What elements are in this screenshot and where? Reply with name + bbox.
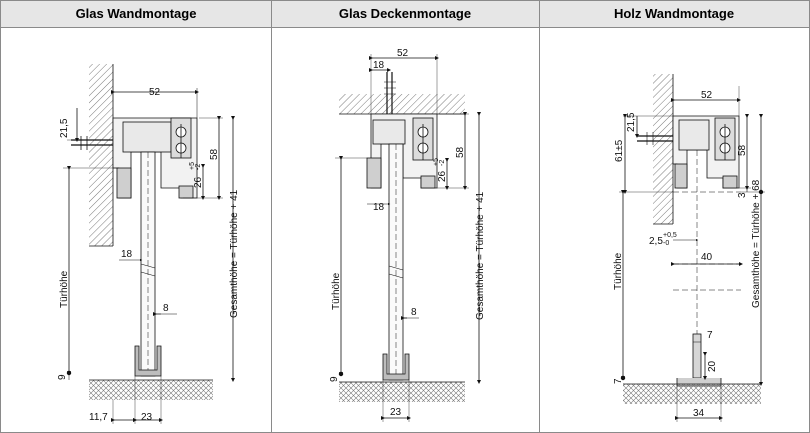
dim-bottom-23: 23 (141, 412, 153, 423)
label-total-height: Gesamthöhe = Türhöhe + 68 (751, 179, 762, 308)
ceiling-section (339, 94, 465, 114)
wall-section (89, 64, 113, 246)
floor-section (339, 382, 465, 402)
dim-floor-9: 9 (329, 376, 340, 382)
tolerance-plus: +0,5 (663, 232, 677, 239)
dim-floor-7: 7 (613, 378, 624, 384)
technical-drawing: 52 21,5 58 26 +5 -2 18 8 9 11,7 23 Türhö… (57, 48, 765, 424)
tolerance-plus: +5 (189, 162, 196, 170)
dim-width: 52 (701, 90, 713, 101)
dim-height-58: 58 (455, 146, 466, 158)
dim-slot-20: 20 (707, 360, 718, 372)
dim-width-40: 40 (701, 252, 713, 263)
wall-section (653, 74, 673, 224)
dim-height-26: 26 (193, 176, 204, 188)
floor-slot-guide (692, 333, 702, 379)
dim-bottom-34: 34 (693, 408, 705, 419)
column-title-wood-wall: Holz Wandmontage (613, 6, 735, 21)
column-divider (271, 1, 272, 432)
tolerance-minus: -2 (439, 160, 446, 166)
dim-top: 21,5 (59, 118, 70, 138)
dim-slot-7: 7 (707, 330, 713, 341)
column-title-glass-wall: Glas Wandmontage (75, 6, 197, 21)
drawing-glass-wall-mount (63, 64, 235, 424)
dim-gap-18: 18 (373, 202, 385, 213)
floor-guide (382, 353, 410, 381)
dim-floor-9: 9 (57, 374, 68, 380)
dim-height-26: 26 (437, 170, 448, 182)
header-row (1, 1, 809, 28)
label-door-height: Türhöhe (331, 272, 342, 310)
tolerance-plus: +5 (433, 158, 440, 166)
dim-left-61: 61±5 (614, 139, 625, 162)
label-total-height: Gesamthöhe = Türhöhe + 41 (229, 189, 240, 318)
dim-bottom-23: 23 (390, 407, 402, 418)
dim-top: 21,5 (626, 112, 637, 132)
dim-width: 52 (149, 87, 161, 98)
dim-glass-8: 8 (411, 307, 417, 318)
column-title-glass-ceiling: Glas Deckenmontage (338, 6, 472, 21)
dim-height-58: 58 (209, 148, 220, 160)
label-door-height: Türhöhe (613, 252, 624, 290)
label-total-height: Gesamthöhe = Türhöhe + 41 (475, 191, 486, 320)
floor-section (89, 380, 213, 400)
dim-gap-18: 18 (121, 249, 133, 260)
dim-width: 52 (397, 48, 409, 59)
dim-glass-8: 8 (163, 303, 169, 314)
dim-gap-2-5: 2,5 (649, 236, 663, 247)
tolerance-minus: -2 (195, 164, 202, 170)
drawing-glass-ceiling-mount (335, 54, 481, 422)
dim-gap-top-18: 18 (373, 60, 385, 71)
dim-gap-3: 3 (737, 192, 748, 198)
tolerance-minus: -0 (663, 240, 669, 247)
column-divider (539, 1, 540, 432)
label-door-height: Türhöhe (59, 270, 70, 308)
floor-guide (134, 345, 162, 377)
dim-left-11-7: 11,7 (89, 412, 108, 423)
floor-section (623, 384, 761, 404)
dim-height-58: 58 (737, 144, 748, 156)
drawing-wood-wall-mount (619, 74, 765, 422)
